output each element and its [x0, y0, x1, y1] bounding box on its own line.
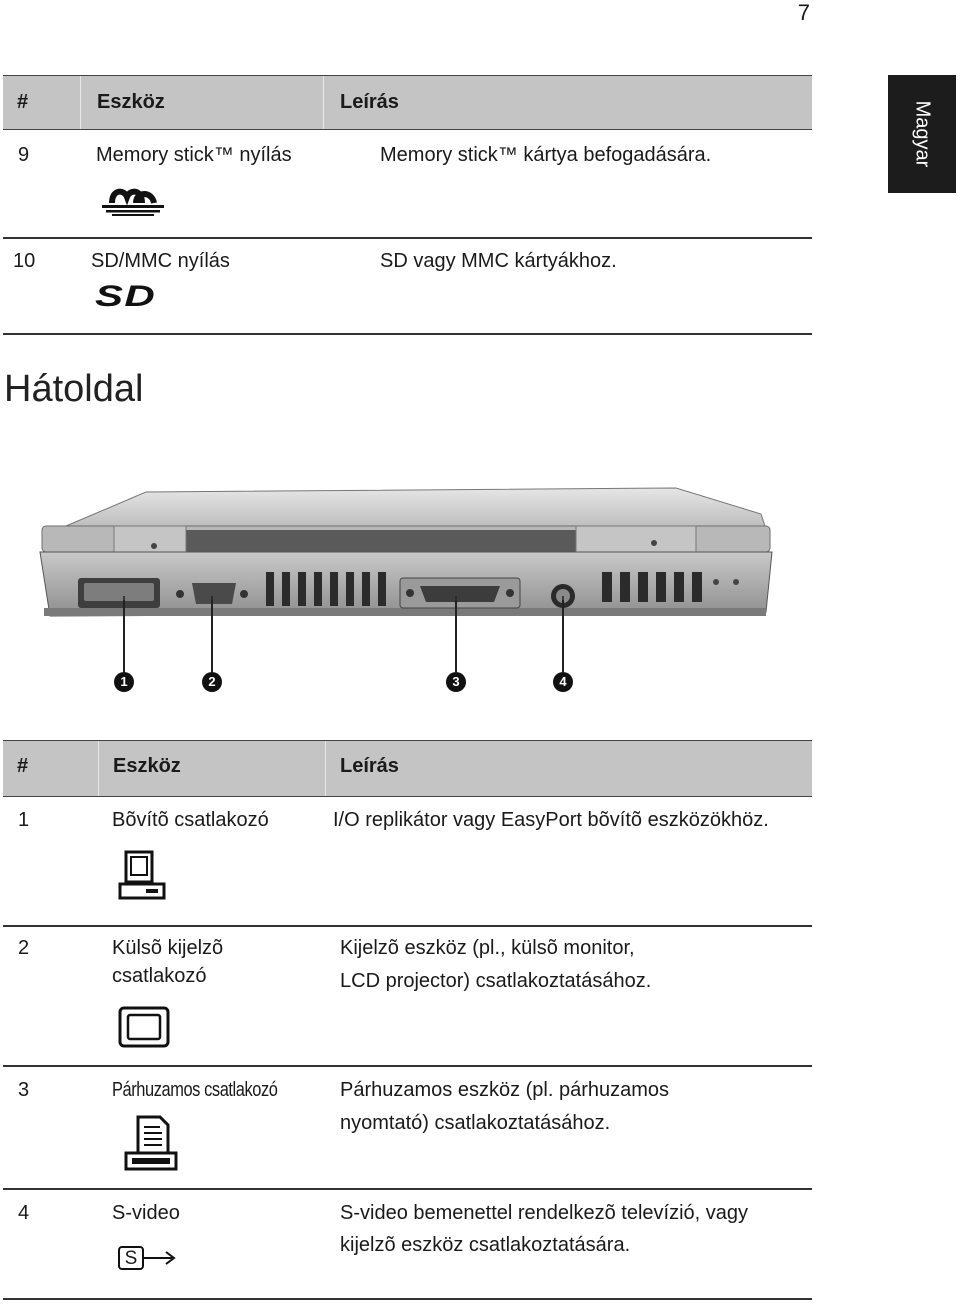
table1-row-10-description: SD vagy MMC kártyákhoz.: [380, 250, 617, 272]
table2-header: # Eszköz Leírás: [3, 740, 812, 797]
s-video-icon: S: [118, 1244, 178, 1274]
callout-3: 3: [446, 672, 466, 692]
header-description: Leírás: [340, 91, 399, 113]
callout-2: 2: [202, 672, 222, 692]
table1-row-9-num: 9: [18, 144, 30, 166]
language-tab-label: Magyar: [911, 100, 934, 168]
header-num: #: [17, 91, 29, 113]
leader-line-4: [562, 600, 564, 672]
table2-row-2-device-line2: csatlakozó: [112, 965, 207, 987]
leader-line-3: [455, 600, 457, 672]
s-video-icon-letter: S: [118, 1246, 144, 1270]
leader-line-2: [211, 600, 213, 672]
callout-1: 1: [114, 672, 134, 692]
table2-row-4-num: 4: [18, 1202, 30, 1224]
table2-row-divider: [3, 925, 812, 927]
table2-row-4-device: S-video: [112, 1202, 180, 1224]
table1-row-9-device: Memory stick™ nyílás: [96, 144, 292, 166]
table2-row-divider: [3, 1188, 812, 1190]
table2-row-3-num: 3: [18, 1079, 30, 1101]
memory-stick-logo-icon: [102, 188, 164, 216]
table2-row-3-device-text: Párhuzamos csatlakozó: [112, 1079, 278, 1101]
table2-row-3-description-line1: Párhuzamos eszköz (pl. párhuzamos: [340, 1079, 670, 1101]
laptop-rear-view-image: [39, 487, 773, 626]
header-num: #: [17, 755, 29, 777]
table2-row-2-num: 2: [18, 937, 30, 959]
table2-row-4-description-line1: S-video bemenettel rendelkezõ televízió,…: [340, 1202, 749, 1224]
table2-row-2-description-line1: Kijelzõ eszköz (pl., külsõ monitor,: [340, 937, 635, 959]
language-tab: Magyar: [888, 75, 956, 193]
sd-card-logo-icon: SD: [95, 281, 169, 313]
sd-logo-text: SD: [95, 280, 157, 313]
table2-row-1-num: 1: [18, 809, 30, 831]
header-device: Eszköz: [97, 91, 165, 113]
table1-header: # Eszköz Leírás: [3, 75, 812, 130]
table2-row-divider: [3, 1065, 812, 1067]
table1-row-divider: [3, 237, 812, 239]
table1-bottom-rule: [3, 333, 812, 335]
table2-row-2-description-line2: LCD projector) csatlakoztatásához.: [340, 970, 652, 992]
monitor-icon: [118, 1006, 170, 1048]
page-number: 7: [797, 0, 810, 25]
docking-connector-icon: [118, 850, 166, 900]
table2-row-2-device-line1: Külsõ kijelzõ: [112, 937, 224, 959]
header-description: Leírás: [340, 755, 399, 777]
table2-row-3-description-line2: nyomtató) csatlakoztatásához.: [340, 1112, 611, 1134]
leader-line-1: [123, 600, 125, 672]
table2-row-4-description-line2: kijelzõ eszköz csatlakoztatására.: [340, 1234, 631, 1256]
printer-icon: [124, 1115, 178, 1171]
table1-row-10-num: 10: [13, 250, 36, 272]
table1-row-10-device: SD/MMC nyílás: [91, 250, 230, 272]
table2-row-1-description: I/O replikátor vagy EasyPort bõvítõ eszk…: [333, 809, 769, 831]
header-device: Eszköz: [113, 755, 181, 777]
table1-row-9-description: Memory stick™ kártya befogadására.: [380, 144, 712, 166]
table2-row-1-device: Bõvítõ csatlakozó: [112, 809, 269, 831]
section-title: Hátoldal: [4, 368, 144, 410]
arrow-right-icon: [144, 1251, 176, 1265]
callout-4: 4: [553, 672, 573, 692]
table2-row-3-device: Párhuzamos csatlakozó: [112, 1074, 314, 1107]
table2-bottom-rule: [3, 1298, 812, 1300]
